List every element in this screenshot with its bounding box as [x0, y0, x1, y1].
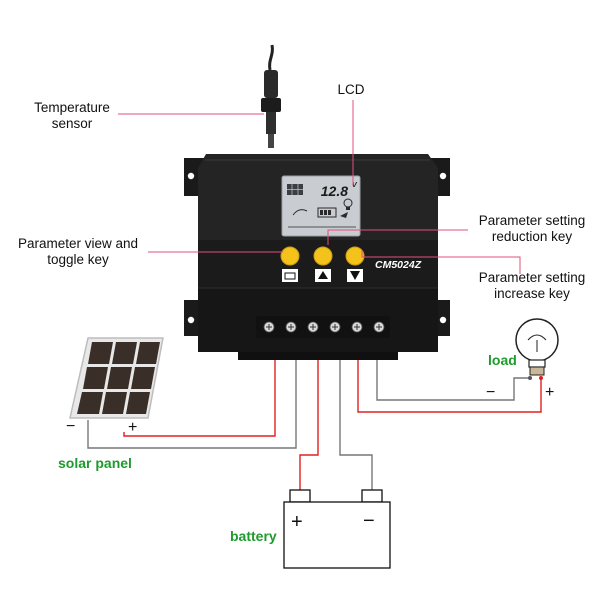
load-positive-wire: [357, 358, 542, 413]
view-toggle-key-label-line2: toggle key: [47, 252, 109, 267]
battery-plus-sign: +: [291, 511, 303, 533]
battery-positive-wire: [299, 358, 319, 490]
load-label: load: [488, 352, 517, 368]
reduction-key[interactable]: [313, 246, 333, 266]
temperature-sensor-plug: [261, 44, 281, 148]
model-label: CM5024Z: [375, 259, 422, 271]
wiring: [87, 358, 542, 490]
view-toggle-key-label-line1: Parameter view and: [18, 236, 138, 251]
increase-key-label-line1: Parameter setting: [479, 270, 586, 285]
lcd-battery-icon: [317, 207, 337, 218]
solar-minus-sign: −: [66, 418, 75, 435]
battery: [283, 489, 391, 569]
solar-plus-sign: +: [128, 419, 137, 436]
reduction-key-callout: [327, 229, 468, 245]
battery-negative-wire: [339, 358, 373, 490]
lcd-label: LCD: [337, 82, 364, 97]
lcd-solar-icon: [287, 184, 303, 195]
lcd-screen: 12.8 V: [281, 175, 361, 237]
callout-lines: [118, 100, 521, 274]
battery-minus-sign: −: [363, 510, 375, 532]
load-negative-wire: [376, 358, 530, 401]
increase-key[interactable]: [345, 246, 365, 266]
increase-key-callout: [361, 250, 521, 274]
battery-label: battery: [230, 528, 277, 544]
temperature-sensor-label-line1: Temperature: [34, 100, 110, 115]
key-symbol-up-icon: [315, 269, 331, 282]
lcd-unit: V: [352, 182, 358, 189]
charge-controller: 12.8 V: [184, 154, 450, 360]
increase-key-label-line2: increase key: [494, 286, 570, 301]
lcd-bulb-icon: [343, 198, 353, 210]
load-plus-sign: +: [545, 384, 554, 401]
view-toggle-key[interactable]: [280, 246, 300, 266]
load-minus-sign: −: [486, 384, 495, 401]
terminal-block: [256, 316, 390, 338]
solar-negative-wire: [87, 358, 297, 449]
lcd-reading: 12.8: [321, 183, 348, 199]
reduction-key-label-line1: Parameter setting: [479, 213, 586, 228]
solar-panel-label: solar panel: [58, 455, 132, 471]
load-bulb: [515, 318, 559, 380]
key-symbol-down-icon: [347, 269, 363, 282]
reduction-key-label-line2: reduction key: [492, 229, 573, 244]
solar-panel: [69, 337, 164, 419]
key-symbol-toggle-icon: [282, 269, 298, 282]
temperature-sensor-label-line2: sensor: [52, 116, 93, 131]
solar-positive-wire: [123, 358, 276, 437]
